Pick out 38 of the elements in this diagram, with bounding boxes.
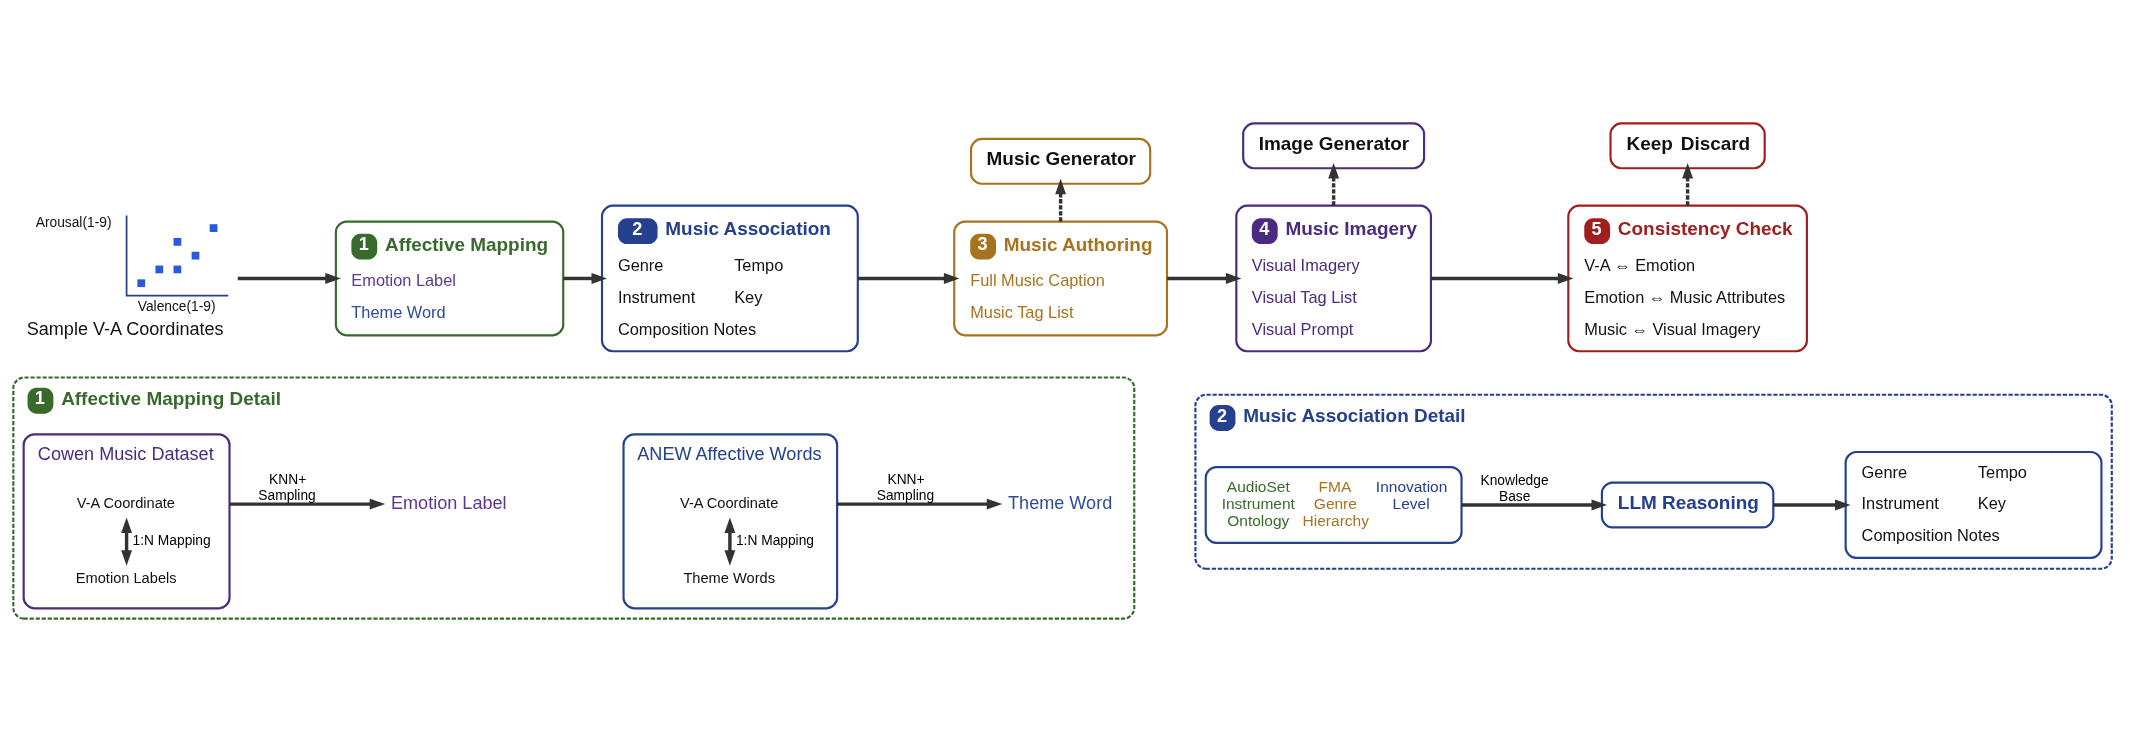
node-box: Image Generator xyxy=(1242,122,1426,170)
arrow xyxy=(237,273,341,284)
arrow xyxy=(563,273,608,284)
arrow xyxy=(121,517,133,566)
node-text: Arousal(1-9) Valence(1-9) xyxy=(35,215,216,315)
node-box: 5 Consistency Check V-A ⇔ Emotion Emotion ⇔ Music Attributes Music ⇔ Visual Imagery xyxy=(1567,204,1808,353)
node-text: V-A Coordinate xyxy=(679,495,779,512)
node-box: 2 Music Association Genre Tempo Instrument Key Composition Notes xyxy=(600,204,859,353)
edge-label: KNN+ Sampling xyxy=(876,472,935,503)
arrow xyxy=(1461,499,1608,511)
node-box: 4 Music Imagery Visual Imagery Visual Tag List Visual Prompt xyxy=(1235,204,1433,353)
node-text: Emotion Labels xyxy=(75,570,177,587)
edge-label: Knowledge Base xyxy=(1480,473,1549,504)
arrow xyxy=(1773,499,1851,511)
edge-label: 1:N Mapping xyxy=(735,532,814,548)
node-box: LLM Reasoning xyxy=(1600,481,1775,529)
node-box: Music Generator xyxy=(969,137,1152,185)
arrow xyxy=(229,498,386,510)
edge-label: 1:N Mapping xyxy=(132,532,211,548)
arrow xyxy=(1055,178,1067,222)
node-text: V-A Coordinate xyxy=(76,495,176,512)
node-box: AudioSet Instrument Ontology FMA Genre Hierarchy Innovation Level xyxy=(1204,466,1463,544)
arrow xyxy=(1682,163,1694,206)
node-text: Theme Words xyxy=(683,570,775,587)
node-box: 1 Affective Mapping Emotion Label Theme Word xyxy=(334,220,565,337)
arrow xyxy=(724,517,736,566)
node-box: Genre Tempo Instrument Key Composition Notes xyxy=(1844,450,2103,560)
arrow xyxy=(837,498,1003,510)
node-text: Emotion Label xyxy=(390,493,507,514)
node-box: Keep Discard xyxy=(1609,122,1766,170)
node-box: 3 Music Authoring Full Music Caption Music Tag List xyxy=(953,220,1169,337)
edge-label: KNN+ Sampling xyxy=(258,472,316,503)
node-text: Theme Word xyxy=(1008,493,1113,514)
arrow xyxy=(1167,273,1242,284)
arrow xyxy=(1328,163,1340,206)
arrow xyxy=(1431,273,1574,284)
node-label: Sample V-A Coordinates xyxy=(26,319,224,340)
arrow xyxy=(857,273,960,284)
